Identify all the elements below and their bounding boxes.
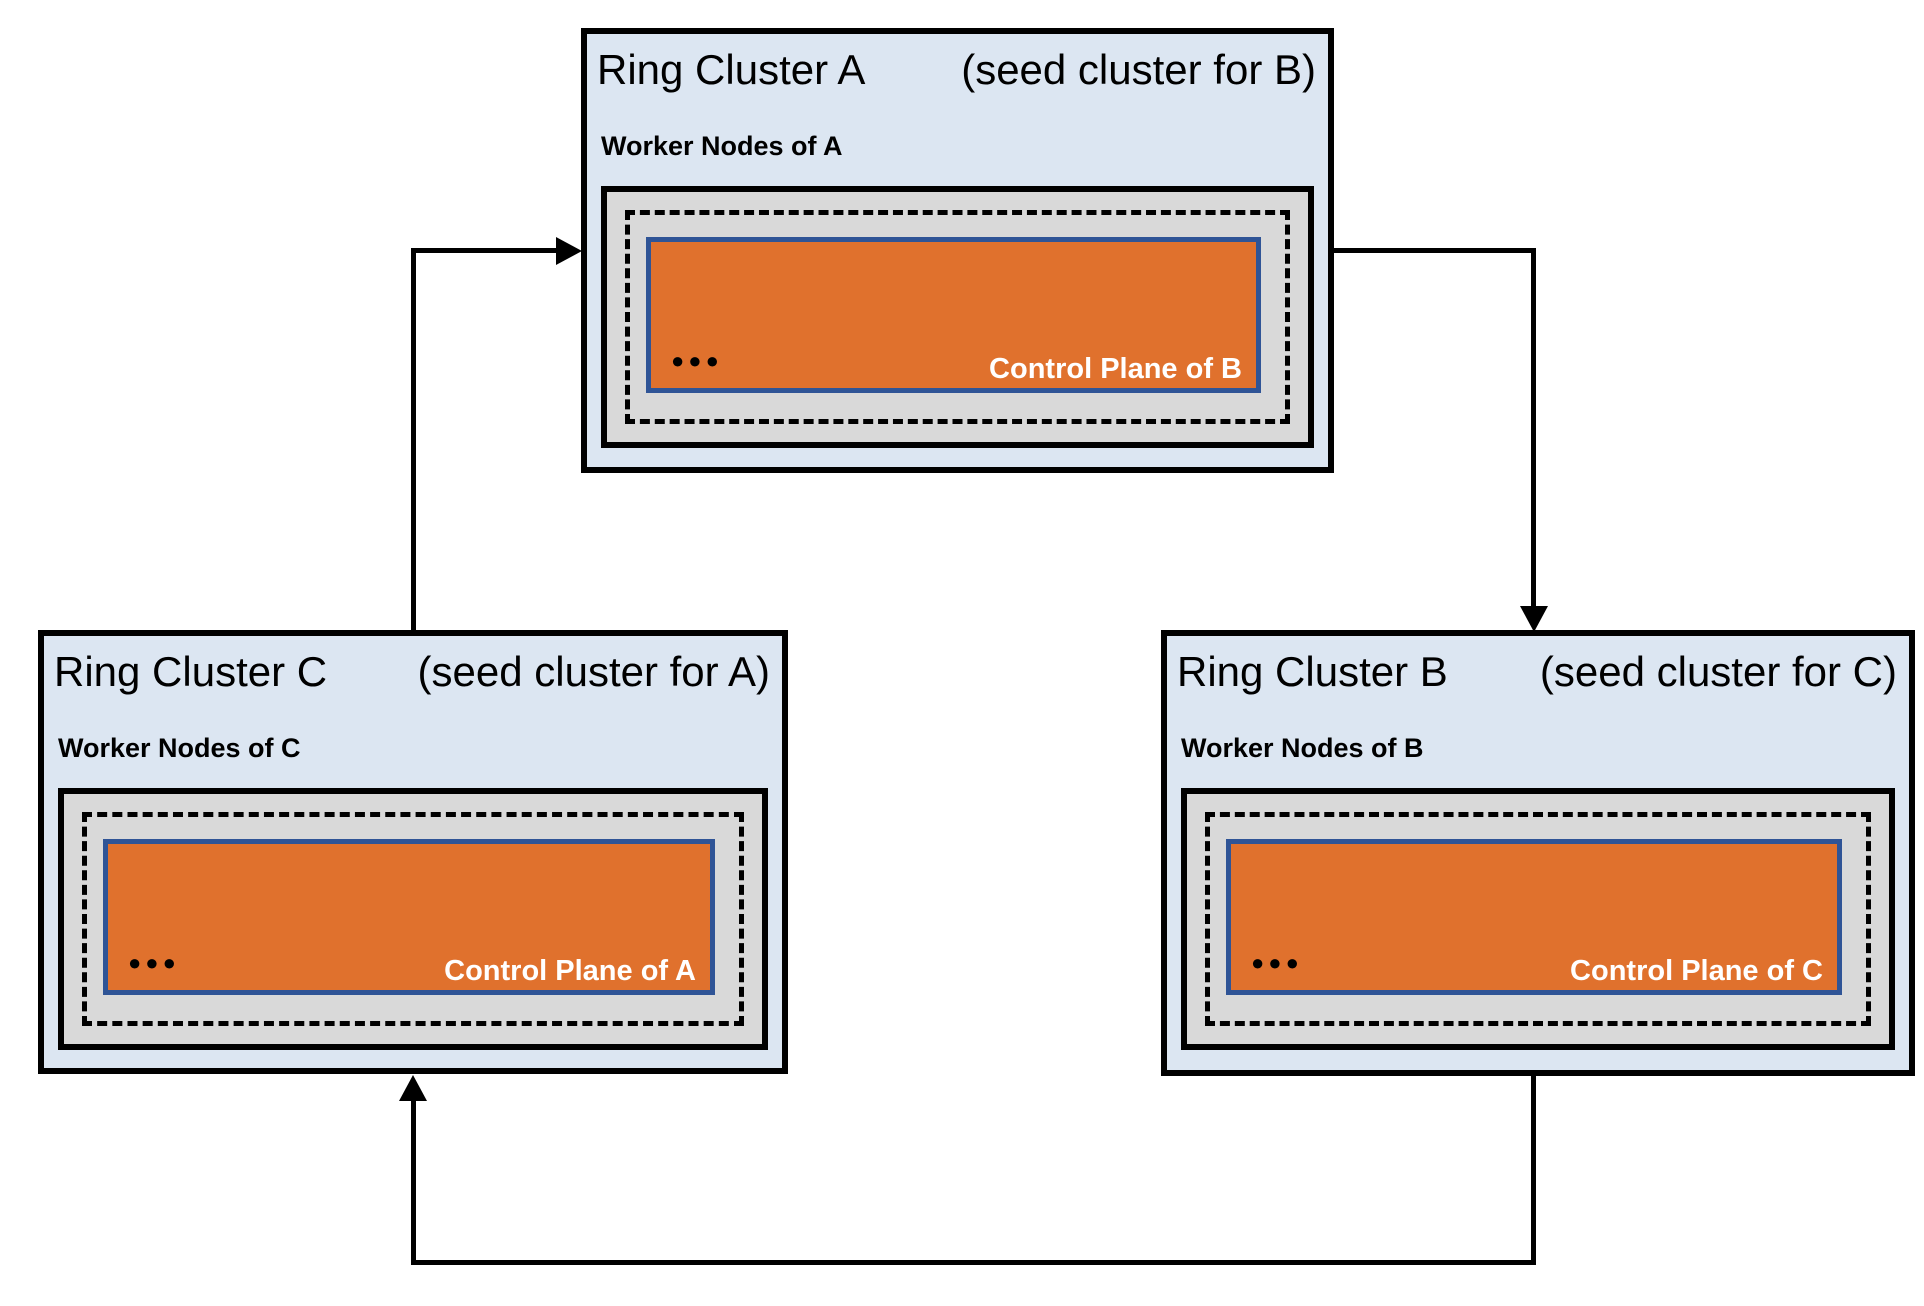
cluster-a-name: Ring Cluster A bbox=[597, 46, 866, 93]
cluster-box-c: Ring Cluster C (seed cluster for A) Work… bbox=[38, 630, 788, 1074]
cluster-b-name: Ring Cluster B bbox=[1177, 648, 1448, 695]
cluster-box-a: Ring Cluster A (seed cluster for B) Work… bbox=[581, 28, 1334, 473]
cluster-a-seed-note: (seed cluster for B) bbox=[961, 46, 1316, 93]
cluster-b-worker-node-box: ●●● Control Plane of C bbox=[1181, 788, 1895, 1050]
arrowhead-down-icon bbox=[1520, 606, 1548, 632]
arrowhead-right-icon bbox=[556, 237, 582, 265]
ellipsis-dots: ●●● bbox=[1251, 950, 1303, 975]
cluster-box-b: Ring Cluster B (seed cluster for C) Work… bbox=[1161, 630, 1915, 1076]
cluster-c-control-plane-label: Control Plane of A bbox=[444, 954, 696, 987]
cluster-b-control-plane-label: Control Plane of C bbox=[1570, 954, 1823, 987]
cluster-a-dashed-region: ●●● Control Plane of B bbox=[625, 210, 1290, 424]
cluster-c-name: Ring Cluster C bbox=[54, 648, 328, 695]
ellipsis-dots: ●●● bbox=[128, 950, 180, 975]
cluster-c-worker-node-box: ●●● Control Plane of A bbox=[58, 788, 768, 1050]
cluster-c-control-plane-box: ●●● Control Plane of A bbox=[103, 839, 715, 995]
cluster-a-control-plane-box: ●●● Control Plane of B bbox=[646, 237, 1261, 393]
cluster-c-worker-nodes-label: Worker Nodes of C bbox=[58, 733, 301, 763]
cluster-c-title-row: Ring Cluster C (seed cluster for A) bbox=[54, 646, 770, 699]
cluster-a-control-plane-label: Control Plane of B bbox=[989, 352, 1242, 385]
arrow-b-to-c-descending-segment bbox=[1531, 1074, 1536, 1265]
arrow-a-to-b-horizontal-segment bbox=[1331, 248, 1535, 253]
cluster-b-seed-note: (seed cluster for C) bbox=[1539, 648, 1897, 695]
cluster-c-seed-note: (seed cluster for A) bbox=[417, 648, 770, 695]
arrow-a-to-b-vertical-segment bbox=[1531, 248, 1536, 608]
arrow-c-to-a-horizontal-segment bbox=[411, 248, 559, 253]
cluster-b-control-plane-box: ●●● Control Plane of C bbox=[1226, 839, 1842, 995]
arrow-b-to-c-ascending-segment bbox=[411, 1100, 416, 1265]
arrow-b-to-c-horizontal-segment bbox=[411, 1260, 1536, 1265]
arrowhead-up-icon bbox=[399, 1075, 427, 1101]
cluster-a-worker-nodes-label: Worker Nodes of A bbox=[601, 131, 843, 161]
cluster-b-worker-nodes-label: Worker Nodes of B bbox=[1181, 733, 1424, 763]
cluster-a-title-row: Ring Cluster A (seed cluster for B) bbox=[597, 44, 1316, 97]
cluster-b-dashed-region: ●●● Control Plane of C bbox=[1205, 812, 1871, 1026]
cluster-c-dashed-region: ●●● Control Plane of A bbox=[82, 812, 744, 1026]
cluster-a-worker-node-box: ●●● Control Plane of B bbox=[601, 186, 1314, 448]
arrow-c-to-a-vertical-segment bbox=[411, 250, 416, 632]
ellipsis-dots: ●●● bbox=[671, 348, 723, 373]
cluster-b-title-row: Ring Cluster B (seed cluster for C) bbox=[1177, 646, 1897, 699]
